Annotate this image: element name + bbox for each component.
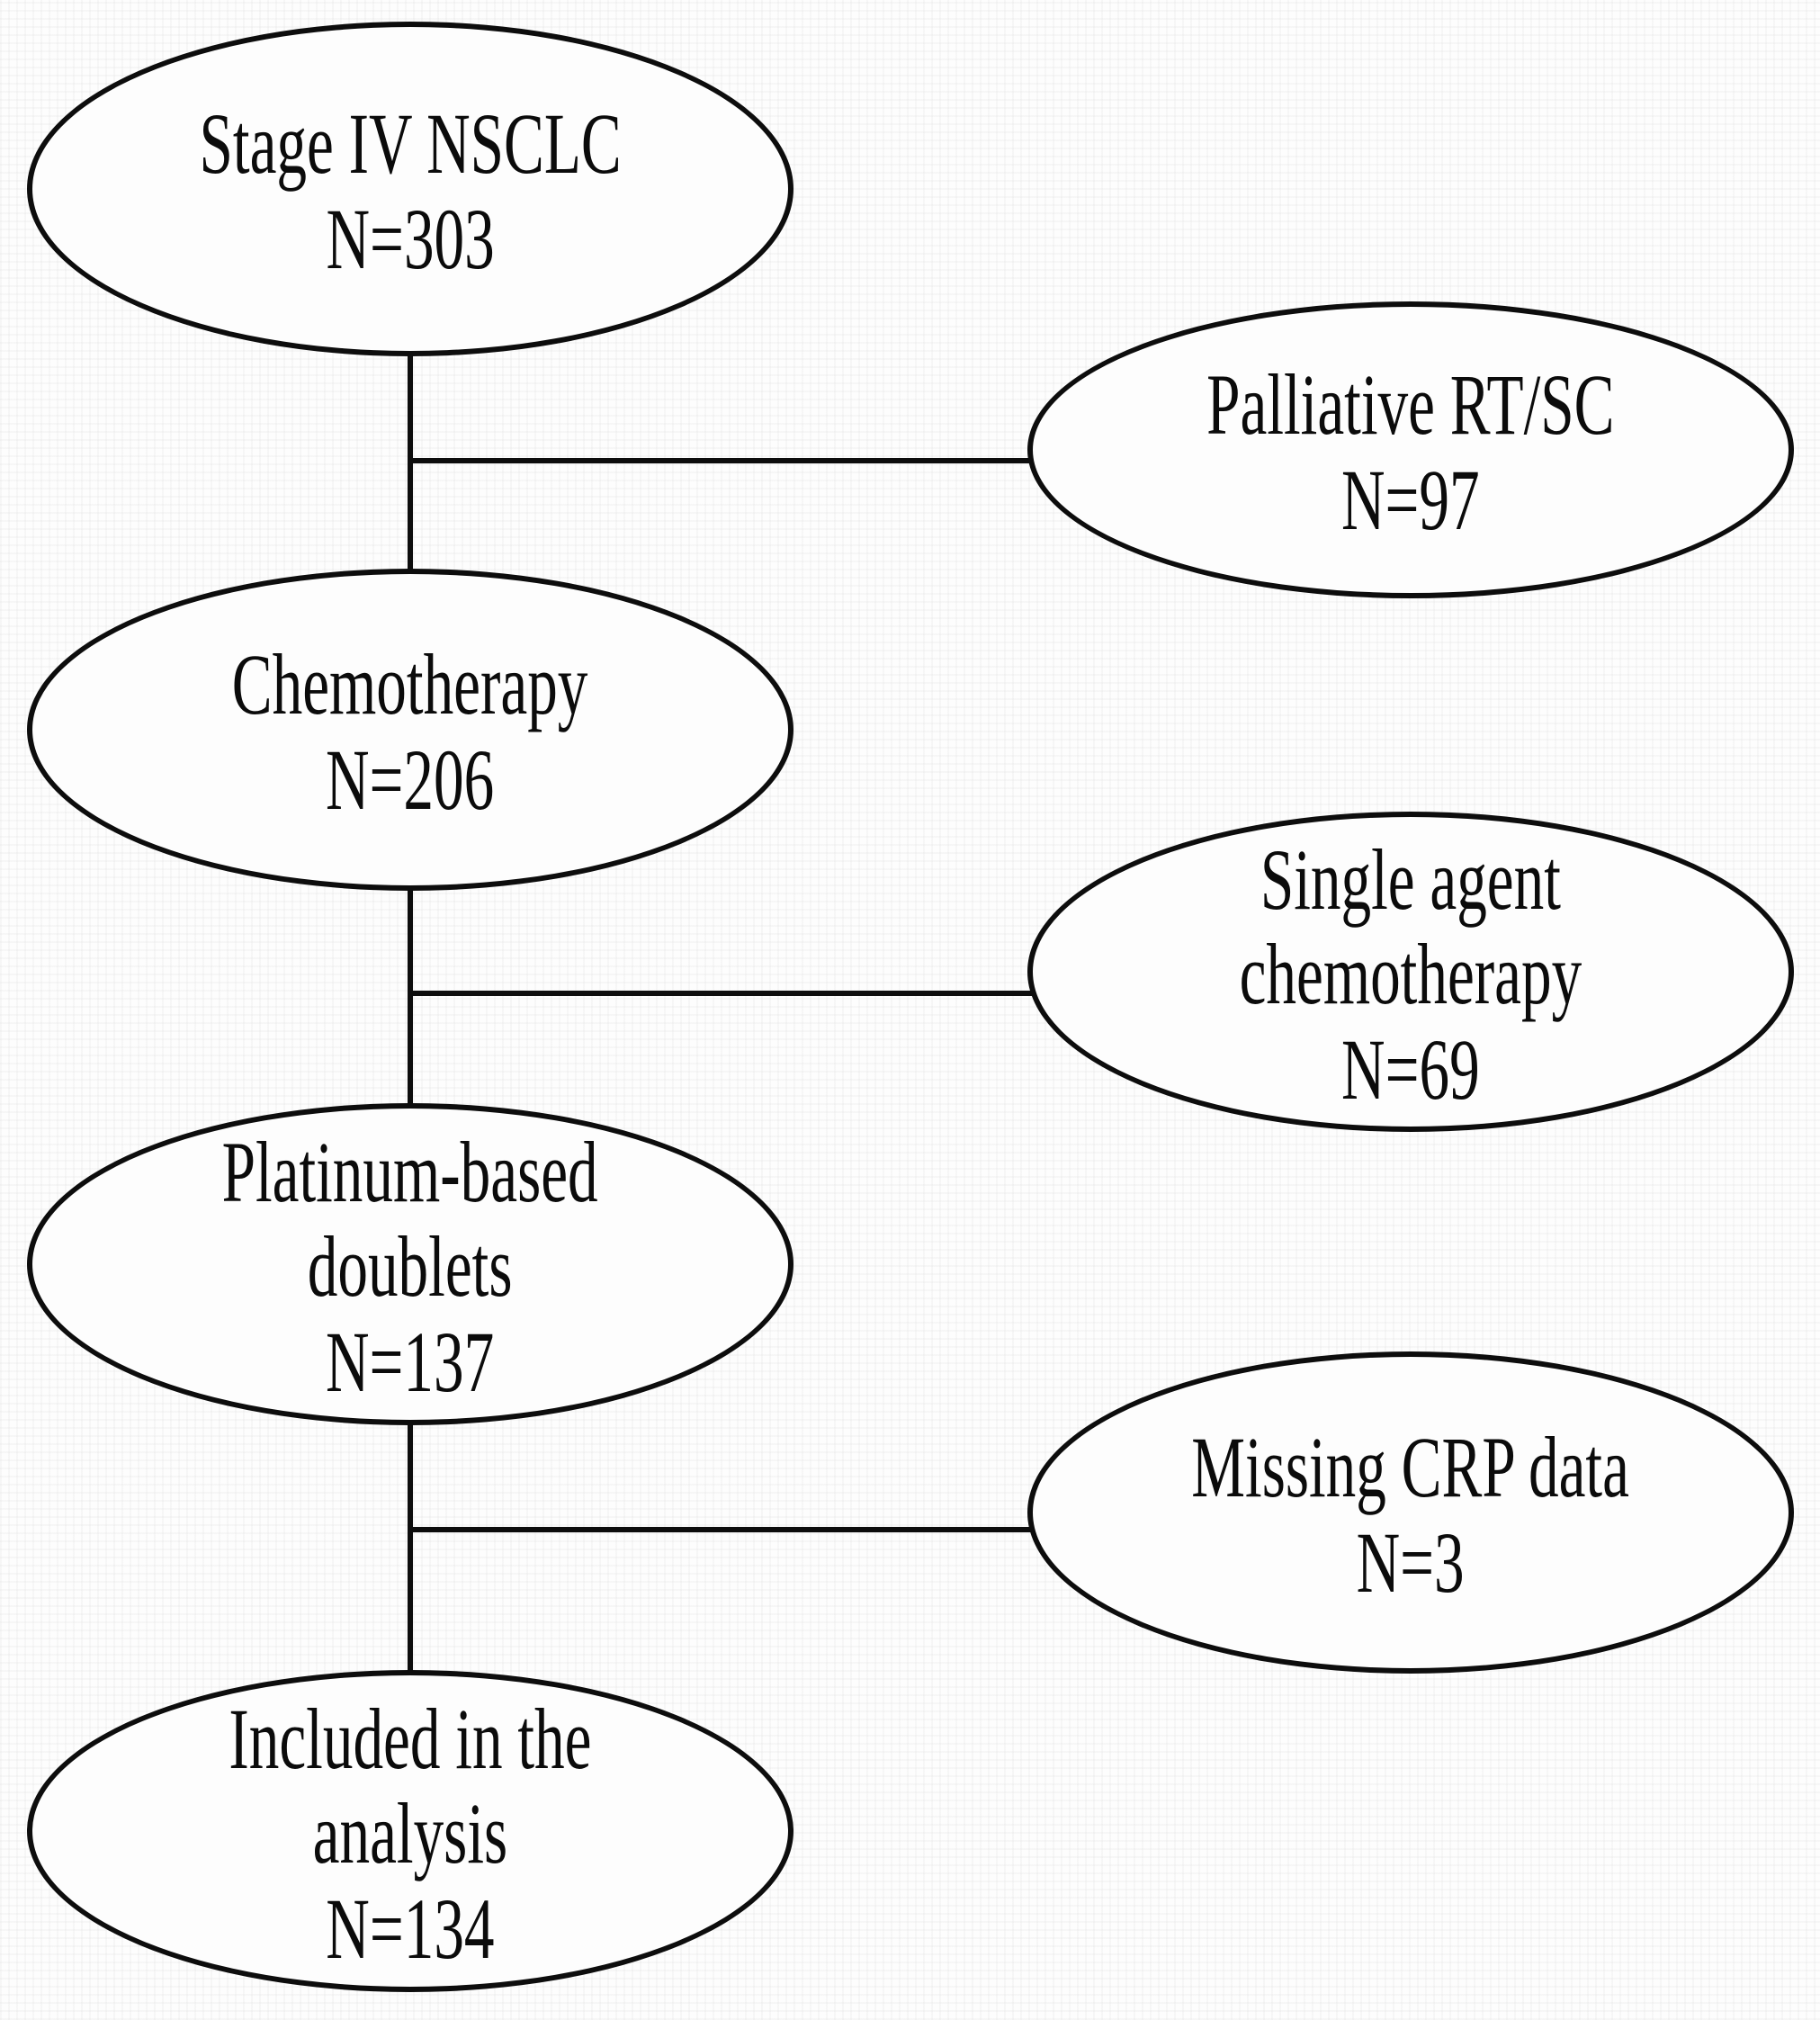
connector-stage-to-chemotherapy bbox=[408, 353, 413, 574]
connector-chemotherapy-to-platinum bbox=[408, 887, 413, 1109]
node-palliative-rt-sc-label: Palliative RT/SC N=97 bbox=[1206, 352, 1614, 547]
node-count: N=206 bbox=[326, 732, 495, 828]
node-palliative-rt-sc: Palliative RT/SC N=97 bbox=[1027, 301, 1794, 598]
node-platinum-based-doublets-label: Platinum-based doublets N=137 bbox=[222, 1119, 598, 1410]
node-chemotherapy-label: Chemotherapy N=206 bbox=[232, 632, 588, 827]
node-stage-iv-nsclc-label: Stage IV NSCLC N=303 bbox=[199, 91, 621, 286]
node-label-line: Chemotherapy bbox=[232, 636, 588, 733]
node-label-line: Single agent bbox=[1260, 830, 1562, 928]
node-label-line: Missing CRP data bbox=[1191, 1419, 1630, 1516]
branch-to-missing-crp-data bbox=[410, 1527, 1040, 1532]
node-label-line: Included in the bbox=[229, 1690, 592, 1787]
node-label-line: Stage IV NSCLC bbox=[199, 95, 622, 193]
node-label-line: Platinum-based bbox=[221, 1123, 599, 1220]
branch-to-palliative-rt-sc bbox=[410, 458, 1040, 463]
node-single-agent-chemotherapy: Single agent chemotherapy N=69 bbox=[1027, 812, 1794, 1132]
node-label-line: Palliative RT/SC bbox=[1206, 356, 1615, 453]
node-label-line: chemotherapy bbox=[1239, 926, 1582, 1023]
connector-platinum-to-included bbox=[408, 1422, 413, 1675]
node-missing-crp-data: Missing CRP data N=3 bbox=[1027, 1351, 1794, 1674]
node-label-line: doublets bbox=[308, 1218, 513, 1315]
node-count: N=97 bbox=[1341, 452, 1480, 548]
branch-to-single-agent-chemotherapy bbox=[410, 991, 1040, 996]
node-single-agent-chemotherapy-label: Single agent chemotherapy N=69 bbox=[1240, 827, 1582, 1118]
node-count: N=134 bbox=[326, 1880, 495, 1977]
node-stage-iv-nsclc: Stage IV NSCLC N=303 bbox=[27, 22, 793, 356]
node-count: N=3 bbox=[1356, 1514, 1466, 1611]
node-included-in-analysis-label: Included in the analysis N=134 bbox=[229, 1686, 591, 1977]
node-missing-crp-data-label: Missing CRP data N=3 bbox=[1192, 1414, 1630, 1610]
node-included-in-analysis: Included in the analysis N=134 bbox=[27, 1670, 793, 1992]
node-chemotherapy: Chemotherapy N=206 bbox=[27, 569, 793, 891]
node-label-line: analysis bbox=[312, 1785, 508, 1882]
node-count: N=303 bbox=[326, 191, 495, 287]
node-count: N=137 bbox=[326, 1313, 495, 1410]
node-count: N=69 bbox=[1341, 1020, 1480, 1118]
node-platinum-based-doublets: Platinum-based doublets N=137 bbox=[27, 1103, 793, 1425]
